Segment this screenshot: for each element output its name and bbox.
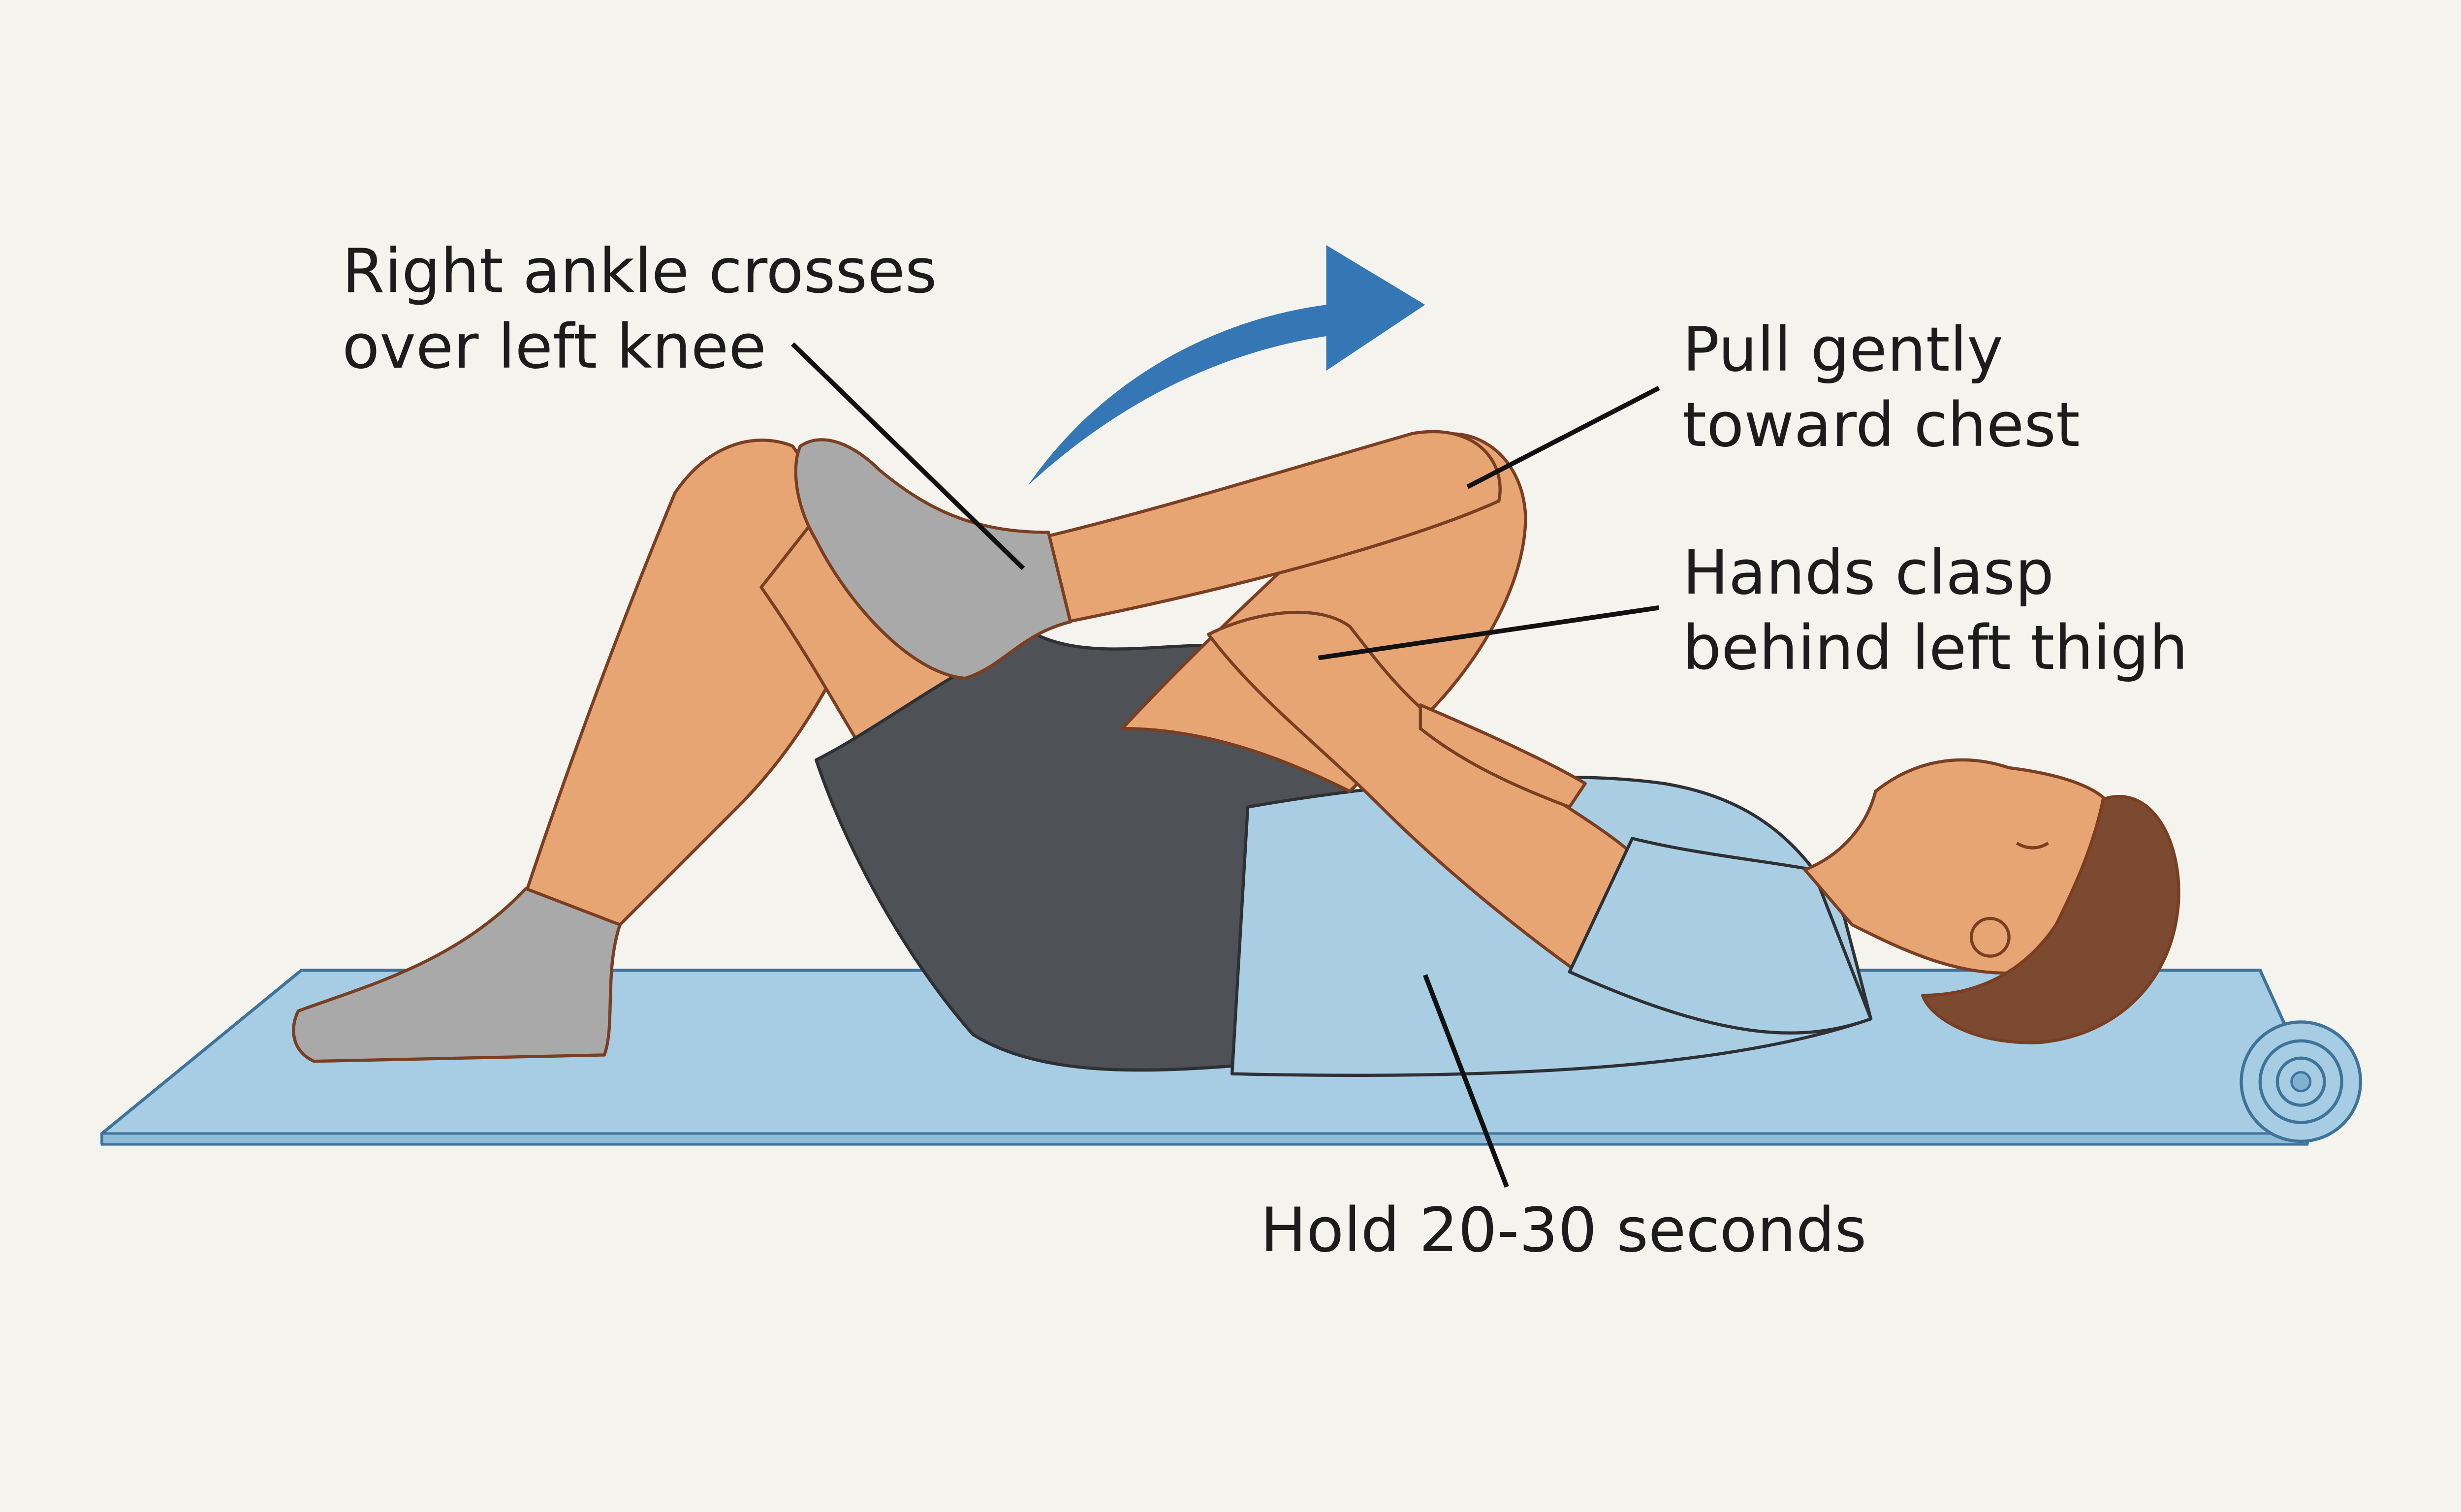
callout-line-hands: [1318, 605, 1660, 661]
label-pull-line2: toward chest: [1682, 390, 2080, 461]
label-pull-line1: Pull gently: [1682, 315, 2003, 385]
arms: [1207, 610, 1873, 1035]
hair: [1921, 795, 2180, 1044]
label-ankle-line1: Right ankle crosses: [342, 236, 937, 307]
left-sock: [292, 887, 622, 1063]
left-leg: [292, 439, 975, 1063]
head: [1803, 758, 2180, 1044]
callout-line-pull: [1466, 385, 1660, 489]
label-hands-line2: behind left thigh: [1682, 613, 2188, 684]
curved-arrow-icon: [1028, 245, 1425, 485]
label-hold: Hold 20-30 seconds: [1261, 1195, 1867, 1266]
label-hands-line1: Hands clasp: [1682, 537, 2054, 608]
label-ankle-line2: over left knee: [342, 312, 766, 382]
callout-line-ankle: [790, 342, 1025, 570]
right-leg: [794, 430, 1527, 793]
callout-line-hold: [1422, 974, 1509, 1188]
right-sock: [794, 438, 1072, 680]
